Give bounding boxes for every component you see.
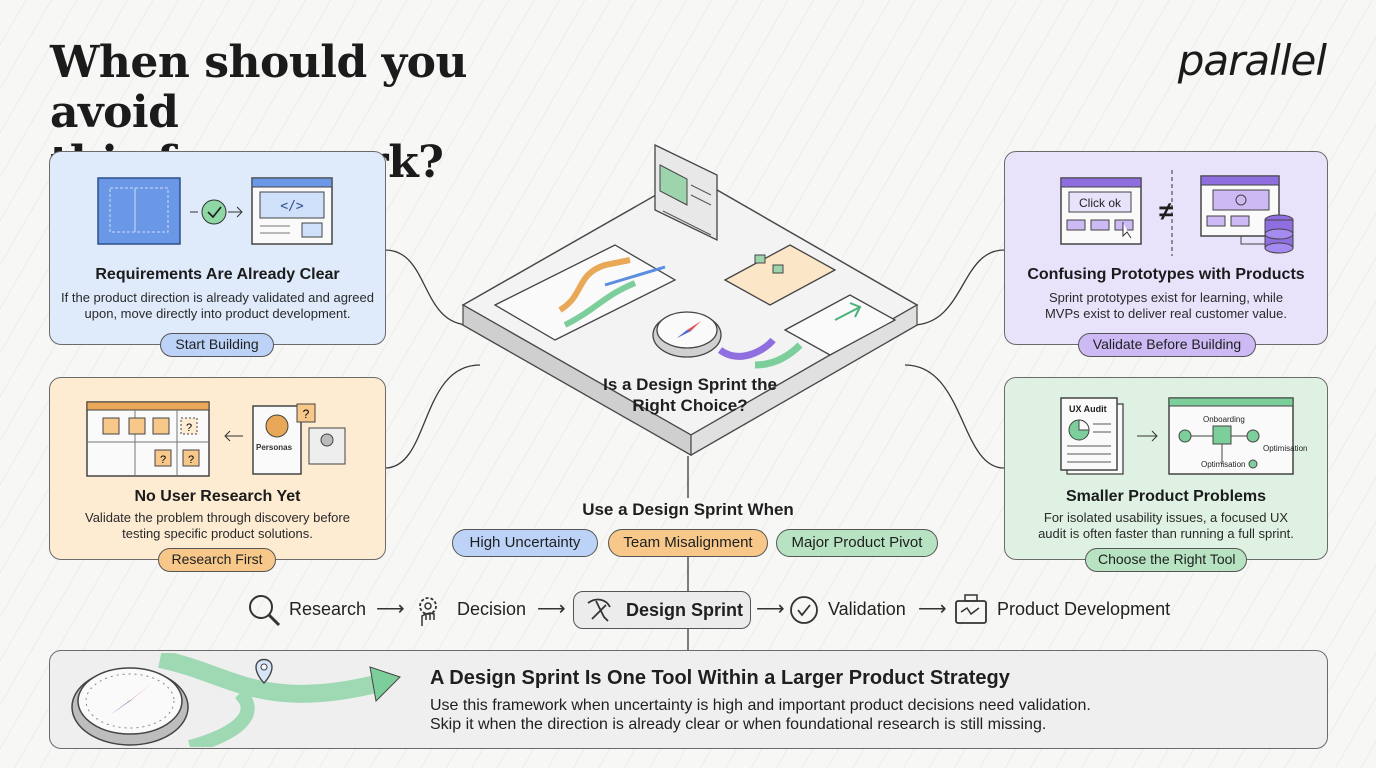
svg-text:</>: </> [280, 199, 304, 214]
research-first-pill[interactable]: Research First [158, 548, 276, 572]
banner-illustration [71, 653, 401, 747]
optimisation-label-2: Optimisation [1201, 460, 1246, 469]
validate-before-building-pill[interactable]: Validate Before Building [1078, 333, 1256, 357]
prototype-window-icon [654, 143, 718, 242]
card-description-line-2: MVPs exist to deliver real customer valu… [1044, 306, 1288, 321]
onboarding-label: Onboarding [1203, 415, 1245, 424]
search-icon [249, 595, 281, 627]
prototypes-illustration [1060, 170, 1294, 256]
card-title: Smaller Product Problems [1065, 488, 1267, 505]
flow-step-product-development: Product Development [997, 599, 1171, 619]
check-icon [201, 199, 227, 225]
requirements-illustration: </> [97, 177, 333, 245]
card-description-line-2: upon, move directly into product develop… [84, 306, 351, 321]
start-building-pill[interactable]: Start Building [160, 333, 274, 357]
compass-icon [652, 311, 722, 358]
flow-arrow-4: ⟶ [918, 598, 947, 620]
ux-audit-label: UX Audit [1069, 404, 1107, 414]
document-icon [783, 294, 897, 356]
title-line-1: When should you avoid [50, 37, 468, 138]
sprint-tools-icon [587, 598, 611, 622]
card-description-line-2: audit is often faster than running a ful… [1038, 526, 1294, 541]
card-title: Confusing Prototypes with Products [1027, 266, 1305, 283]
gear-hand-icon [419, 597, 437, 626]
svg-text:?: ? [186, 422, 192, 434]
center-question-line-2: Right Choice? [632, 396, 748, 415]
flow-arrow-3: ⟶ [756, 598, 785, 620]
brand-logo: parallel [1177, 36, 1327, 85]
banner-body-line-1: Use this framework when uncertainty is h… [430, 697, 1091, 714]
compass-icon [71, 667, 189, 746]
card-description-line-1: For isolated usability issues, a focused… [1043, 510, 1289, 525]
card-requirements-clear: </> Requirements Are Already Clear If th… [49, 151, 386, 345]
center-question: Is a Design Sprint the Right Choice? [560, 374, 820, 416]
card-description: For isolated usability issues, a focused… [1015, 510, 1317, 542]
smaller-problems-illustration [1060, 397, 1294, 475]
card-description: If the product direction is already vali… [60, 290, 375, 322]
research-illustration: ? ? ? ? [86, 401, 346, 477]
briefcase-icon [955, 594, 987, 624]
click-ok-label: Click ok [1079, 196, 1122, 210]
svg-text:?: ? [303, 407, 310, 421]
roadmap-icon [493, 244, 677, 341]
card-description: Validate the problem through discovery b… [60, 510, 375, 542]
choose-right-tool-pill[interactable]: Choose the Right Tool [1085, 548, 1247, 572]
svg-text:?: ? [188, 454, 194, 466]
blueprint-icon [97, 177, 181, 245]
card-no-user-research: ? ? ? ? Personas No User Research Yet Va… [49, 377, 386, 560]
flow-step-validation: Validation [828, 599, 906, 619]
banner-body-line-2: Skip it when the direction is already cl… [430, 716, 1047, 733]
card-description-line-1: Sprint prototypes exist for learning, wh… [1048, 290, 1284, 305]
optimisation-label-1: Optimisation [1263, 444, 1308, 453]
card-smaller-product-problems: UX Audit Onboarding Optimisation Optimis… [1004, 377, 1328, 560]
flow-arrow-2: ⟶ [537, 598, 566, 620]
card-description: Sprint prototypes exist for learning, wh… [1015, 290, 1317, 322]
banner-body: Use this framework when uncertainty is h… [430, 696, 1091, 734]
flow-step-decision: Decision [457, 599, 527, 619]
flow-step-research: Research [289, 599, 367, 619]
svg-text:?: ? [160, 454, 166, 466]
card-description-line-2: testing specific product solutions. [122, 526, 313, 541]
persona-icon: ? [252, 403, 346, 475]
card-confusing-prototypes: Click ok ≠ Confusing Prototypes with Pro… [1004, 151, 1328, 345]
design-sprint-platform [461, 143, 919, 457]
not-equal-icon: ≠ [1159, 196, 1174, 226]
flow-diagram-icon [1168, 397, 1294, 475]
card-title: No User Research Yet [134, 488, 301, 505]
flow-arrow-1: ⟶ [376, 598, 405, 620]
card-title: Requirements Are Already Clear [95, 266, 340, 283]
use-when-title: Use a Design Sprint When [582, 500, 794, 519]
card-description-line-1: Validate the problem through discovery b… [85, 510, 350, 525]
team-misalignment-pill[interactable]: Team Misalignment [608, 529, 768, 557]
task-board-icon: ? ? ? [86, 401, 210, 477]
code-window-icon: </> [251, 177, 333, 245]
major-product-pivot-pill[interactable]: Major Product Pivot [776, 529, 938, 557]
database-icon [1200, 175, 1294, 254]
flow-step-design-sprint: Design Sprint [573, 591, 751, 629]
high-uncertainty-pill[interactable]: High Uncertainty [452, 529, 598, 557]
center-question-line-1: Is a Design Sprint the [603, 375, 777, 394]
prototype-window-icon [1060, 177, 1142, 245]
clipboard-icon [723, 244, 837, 306]
checkmark-circle-icon [790, 596, 818, 624]
summary-banner: A Design Sprint Is One Tool Within a Lar… [49, 650, 1328, 749]
sprint-label: Design Sprint [626, 600, 744, 620]
card-description-line-1: If the product direction is already vali… [61, 290, 374, 305]
ux-audit-icon [1060, 397, 1124, 475]
personas-label: Personas [256, 443, 293, 452]
map-pin-icon [255, 658, 273, 684]
banner-title: A Design Sprint Is One Tool Within a Lar… [430, 667, 1010, 689]
